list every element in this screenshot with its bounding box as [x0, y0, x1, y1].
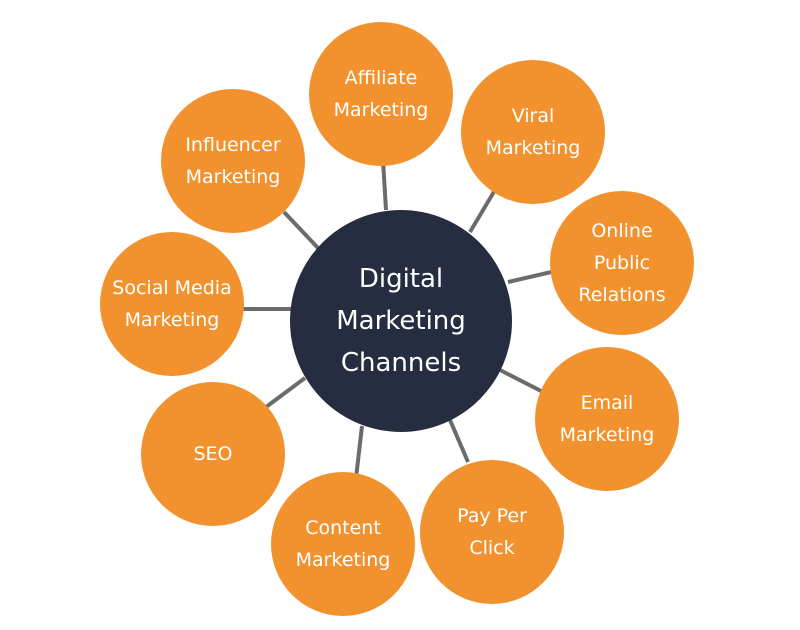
- connector-viral: [468, 188, 497, 234]
- channel-label: Affiliate Marketing: [333, 67, 429, 121]
- channel-label: Email Marketing: [559, 392, 655, 446]
- connector-affiliate: [381, 159, 388, 211]
- hub-node: Digital Marketing Channels: [290, 210, 512, 432]
- connector-content: [354, 425, 364, 479]
- channel-node-social-media-marketing: Social Media Marketing: [100, 232, 244, 376]
- channel-label: Viral Marketing: [485, 105, 581, 159]
- connector-ppc: [448, 419, 470, 463]
- channel-node-content-marketing: Content Marketing: [271, 472, 415, 616]
- connector-seo: [260, 376, 307, 412]
- channel-node-affiliate-marketing: Affiliate Marketing: [309, 22, 453, 166]
- channel-node-online-public-relations: Online Public Relations: [550, 191, 694, 335]
- channel-label: Online Public Relations: [578, 220, 666, 306]
- channel-node-email-marketing: Email Marketing: [535, 347, 679, 491]
- channel-label: Content Marketing: [295, 517, 391, 571]
- channel-node-seo: SEO: [141, 382, 285, 526]
- channel-node-viral-marketing: Viral Marketing: [461, 60, 605, 204]
- channel-label: SEO: [193, 443, 233, 465]
- channel-node-pay-per-click: Pay Per Click: [420, 460, 564, 604]
- channel-label: Social Media Marketing: [112, 277, 232, 331]
- connector-influencer: [282, 210, 320, 250]
- connector-email: [499, 368, 544, 394]
- hub-label: Digital Marketing Channels: [336, 264, 466, 378]
- channel-node-influencer-marketing: Influencer Marketing: [161, 89, 305, 233]
- channel-label: Influencer Marketing: [185, 134, 281, 188]
- channel-label: Pay Per Click: [457, 505, 527, 559]
